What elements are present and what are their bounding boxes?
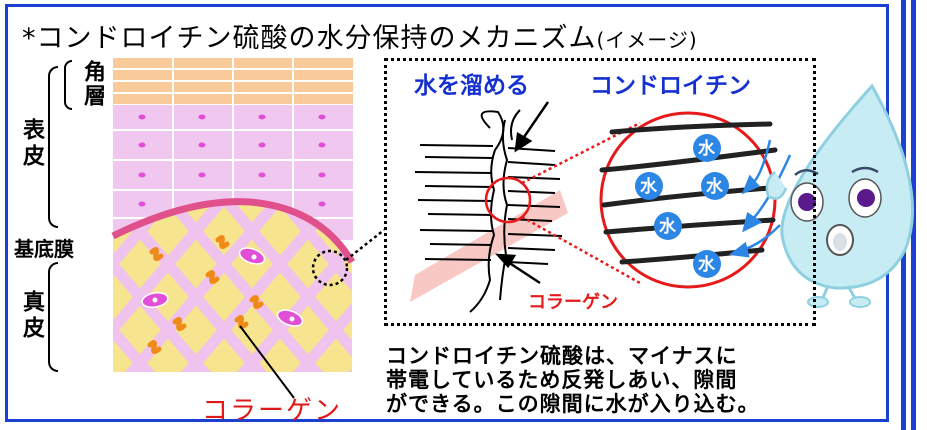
collagen-pointer <box>239 325 295 399</box>
basement-membrane <box>111 198 356 264</box>
title-suffix: (イメージ) <box>596 28 698 52</box>
callout-arrows <box>495 101 550 285</box>
zoom-connector <box>345 229 385 261</box>
caption-line-1: コンドロイチン硫酸は、マイナスに <box>386 344 738 368</box>
basement-membrane-label: 基底膜 <box>14 237 74 261</box>
label-stratum-corneum-char1: 角層 <box>77 60 107 108</box>
svg-text:水: 水 <box>698 138 716 159</box>
zoom-circle-skin <box>311 249 349 287</box>
stratum-corneum <box>113 58 353 104</box>
svg-text:水: 水 <box>659 216 677 237</box>
collagen-band <box>410 190 568 302</box>
epidermis-label: 表皮 <box>19 118 44 170</box>
water-molecule-4: 水 <box>654 212 682 240</box>
epidermis-label-wrap: 表皮 <box>16 118 46 170</box>
dermis-bracket <box>48 262 58 372</box>
svg-text:水: 水 <box>640 176 658 197</box>
stratum-corneum-label: 角層 <box>80 60 105 108</box>
svg-text:水: 水 <box>698 254 716 275</box>
svg-text:水: 水 <box>706 176 724 197</box>
stratum-bracket <box>64 60 72 110</box>
red-connector-bottom <box>521 215 641 285</box>
zoom-circle-large <box>599 111 778 289</box>
water-molecule-1: 水 <box>693 134 721 162</box>
diagram-title: *コンドロイチン硫酸の水分保持のメカニズム(イメージ) <box>22 16 698 55</box>
collagen-small-label: コラーゲン <box>528 292 618 313</box>
water-molecule-5: 水 <box>693 250 721 278</box>
caption-line-2: 帯電しているため反発しあい、隙間 <box>386 368 738 392</box>
epidermis-bracket <box>48 66 58 228</box>
dermis-label-wrap: 真皮 <box>16 290 46 342</box>
title-text: *コンドロイチン硫酸の水分保持のメカニズム <box>22 23 597 54</box>
caption-line-3: ができる。この隙間に水が入り込む。 <box>386 392 760 416</box>
water-molecule-3: 水 <box>701 172 729 200</box>
water-retaining-label: 水を溜める <box>414 73 529 99</box>
water-molecule-2: 水 <box>635 172 663 200</box>
caption: コンドロイチン硫酸は、マイナスに 帯電しているため反発しあい、隙間 ができる。こ… <box>386 344 760 416</box>
zoom-circle-molecule <box>484 176 532 224</box>
dermis <box>113 201 352 372</box>
callout-box <box>384 58 816 326</box>
collagen-label: コラーゲン <box>202 396 343 426</box>
water-molecules: 水 水 水 水 水 <box>635 134 729 278</box>
dermis-label: 真皮 <box>19 290 44 342</box>
chondroitin-label: コンドロイチン <box>590 73 751 99</box>
